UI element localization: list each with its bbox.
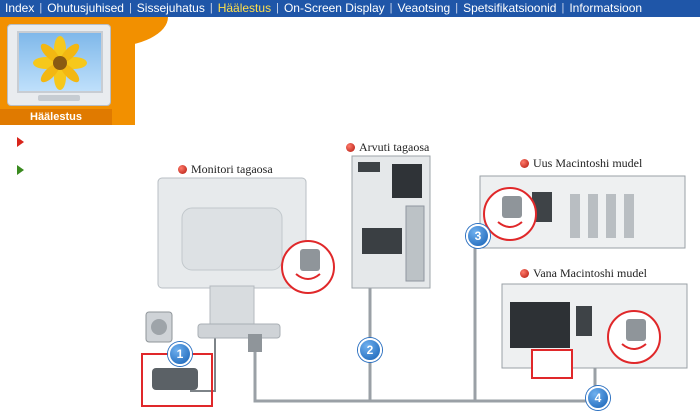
nav-informatsioon[interactable]: Informatsioon [569,1,643,15]
sidebar-arrow-green-icon[interactable] [17,165,24,175]
caption-bullet-icon [520,269,529,278]
zoom-bubble-old-mac [607,310,661,364]
monitor-thumbnail [7,24,111,106]
step-badge-1: 1 [168,342,192,366]
nav-separator: | [389,2,393,14]
nav-separator: | [276,2,279,14]
connection-diagram: Monitori tagaosa Arvuti tagaosa Uus Maci… [130,136,700,410]
section-label: Häälestus [0,109,112,125]
nav-veaotsing[interactable]: Veaotsing [397,1,451,15]
header-curve [108,17,168,47]
step-badge-4: 4 [586,386,610,410]
caption-old-mac: Vana Macintoshi mudel [520,266,647,281]
caption-monitor-back: Monitori tagaosa [178,162,273,177]
nav-ohutusjuhised[interactable]: Ohutusjuhised [47,1,124,15]
caption-new-mac: Uus Macintoshi mudel [520,156,642,171]
nav-on-screen-display[interactable]: On-Screen Display [283,1,385,15]
caption-computer-back-text: Arvuti tagaosa [359,140,430,154]
sidebar-arrow-red-icon[interactable] [17,137,24,147]
nav-separator: | [128,2,132,14]
nav-separator: | [209,2,213,14]
nav-spetsifikatsioonid[interactable]: Spetsifikatsioonid [463,1,557,15]
nav-separator: | [455,2,459,14]
connection-diagram-art [141,155,688,407]
caption-new-mac-text: Uus Macintoshi mudel [533,156,643,170]
nav-separator: | [39,2,43,14]
caption-bullet-icon [346,143,355,152]
caption-bullet-icon [178,165,187,174]
nav-haalestus[interactable]: Häälestus [217,1,272,15]
nav-index[interactable]: Index [5,1,35,15]
zoom-bubble-new-mac [483,187,537,241]
monitor-thumbnail-screen [17,31,103,93]
zoom-bubble-computer [281,240,335,294]
caption-monitor-back-text: Monitori tagaosa [191,162,273,176]
step-badge-3: 3 [466,224,490,248]
monitor-thumbnail-stand [38,95,80,101]
caption-bullet-icon [520,159,529,168]
caption-computer-back: Arvuti tagaosa [346,140,429,155]
step-badge-2: 2 [358,338,382,362]
flower-icon [33,36,87,90]
nav-sissejuhatus[interactable]: Sissejuhatus [136,1,205,15]
top-navigation: Index | Ohutusjuhised | Sissejuhatus | H… [0,0,700,17]
caption-old-mac-text: Vana Macintoshi mudel [533,266,647,280]
nav-separator: | [561,2,565,14]
